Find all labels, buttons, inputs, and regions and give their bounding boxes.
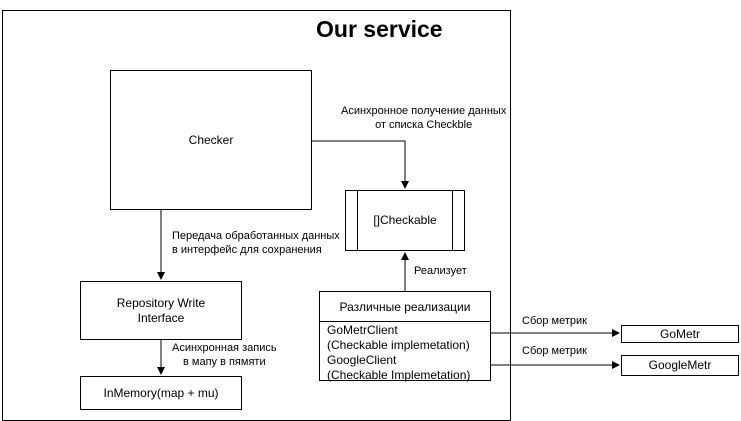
label-implements: Реализует [414,265,467,277]
impl-gometrclient: GoMetrClient (Checkable implemetation) [327,323,490,353]
googlemetr-label: GoogleMetr [648,358,712,372]
repository-box: Repository Write Interface [80,281,242,340]
label-async-fetch-line1: Асинхронное получение данных [341,105,507,117]
label-metrics-1: Сбор метрик [522,315,587,327]
label-pass-data: Передача обработанных данных в интерфейс… [172,229,340,257]
impl-googleclient-desc: (Checkable Implemetation) [327,368,471,382]
repository-label-line1: Repository Write [116,295,206,310]
checkable-left-bar [357,190,358,251]
impl-gometrclient-desc: (Checkable implemetation) [327,338,470,352]
checker-label: Checker [188,132,234,147]
impl-gometrclient-name: GoMetrClient [327,323,398,337]
label-async-write-line2: в мапу в пямяти [182,356,266,368]
implementations-header-label: Различные реализации [339,299,471,314]
label-async-fetch-line2: от списка Checkble [375,119,473,131]
service-title: Our service [316,16,443,42]
label-pass-data-line2: в интерфейс для сохранения [172,244,322,256]
checkable-label: []Checkable [373,213,437,227]
implementations-list: GoMetrClient (Checkable implemetation) G… [320,322,490,383]
edge-checker-to-checkable [312,140,409,189]
gometr-box: GoMetr [621,325,739,343]
label-async-write: Асинхронная запись в мапу в пямяти [172,341,277,369]
checkable-right-bar [452,190,453,251]
label-pass-data-line1: Передача обработанных данных [172,230,340,242]
gometr-label: GoMetr [659,326,700,341]
implementations-header: Различные реализации [320,292,490,322]
impl-googleclient-name: GoogleClient [327,353,397,367]
impl-googleclient: GoogleClient (Checkable Implemetation) [327,353,490,383]
googlemetr-box: GoogleMetr [621,355,739,376]
label-metrics-2: Сбор метрик [522,345,587,357]
checkable-box: []Checkable [345,190,465,251]
inmemory-label: InMemory(map + mu) [103,385,219,400]
label-async-fetch: Асинхронное получение данных от списка C… [341,104,506,132]
repository-label-line2: Interface [137,310,185,325]
label-async-write-line1: Асинхронная запись [172,342,277,354]
implementations-box: Различные реализации GoMetrClient (Check… [319,291,491,383]
checker-box: Checker [110,70,312,210]
inmemory-box: InMemory(map + mu) [80,376,242,410]
